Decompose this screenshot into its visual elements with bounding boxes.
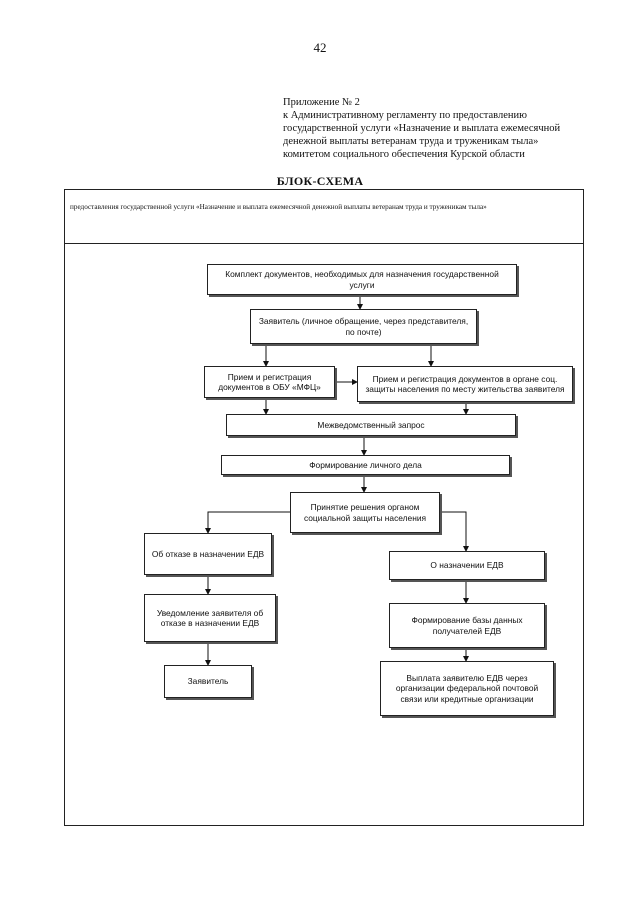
decision-box: Принятие решения органом социальной защи… [290,492,440,533]
appendix-line: Приложение № 2 [283,97,360,108]
scheme-subtitle: предоставления государственной услуги «Н… [70,203,487,211]
appendix-line: государственной услуги «Назначение и вып… [283,123,561,134]
reception-mfc-label: Прием и регистрация документов в ОБУ «МФ… [218,371,321,393]
interagency-request-box: Межведомственный запрос [226,414,516,436]
applicant-final-box: Заявитель [164,665,252,698]
appendix-line: денежной выплаты ветеранам труда и труже… [283,136,539,147]
applicant-request-box: Заявитель (личное обращение, через предс… [250,309,477,344]
appointment-box: О назначении ЕДВ [389,551,545,580]
refusal-notice-box: Уведомление заявителя об отказе в назнач… [144,594,276,642]
personal-file-box: Формирование личного дела [221,455,510,475]
payment-label: Выплата заявителю ЕДВ через организации … [395,672,539,704]
refusal-label: Об отказе в назначении ЕДВ [151,548,265,559]
appendix-line: к Административному регламенту по предос… [283,110,527,121]
scheme-title: БЛОК-СХЕМА [276,174,364,188]
documents-kit-box: Комплект документов, необходимых для наз… [207,264,517,295]
flowchart-frame [64,189,584,826]
arrow-decision-to-appointment [440,511,469,552]
database-label: Формирование базы данных получателей ЕДВ [411,615,523,636]
personal-file-label: Формирование личного дела [309,459,422,470]
applicant-final-label: Заявитель [187,676,229,687]
payment-box: Выплата заявителю ЕДВ через организации … [380,661,554,716]
documents-kit-label: Комплект документов, необходимых для наз… [225,269,499,290]
interagency-request-label: Межведомственный запрос [317,419,425,430]
appendix-header: Приложение № 2 к Административному регла… [283,96,583,161]
refusal-notice-label: Уведомление заявителя об отказе в назнач… [156,607,264,629]
reception-social-box: Прием и регистрация документов в органе … [357,366,573,402]
applicant-request-label: Заявитель (личное обращение, через предс… [258,316,469,337]
page-number: 42 [313,40,327,55]
frame-divider [64,243,584,244]
arrow-decision-to-refusal [205,511,290,534]
decision-label: Принятие решения органом социальной защи… [303,502,427,523]
database-box: Формирование базы данных получателей ЕДВ [389,603,545,648]
appointment-label: О назначении ЕДВ [430,560,504,571]
reception-mfc-box: Прием и регистрация документов в ОБУ «МФ… [204,366,335,398]
reception-social-label: Прием и регистрация документов в органе … [365,373,565,395]
refusal-box: Об отказе в назначении ЕДВ [144,533,272,575]
appendix-line: комитетом социального обеспечения Курско… [283,149,525,160]
